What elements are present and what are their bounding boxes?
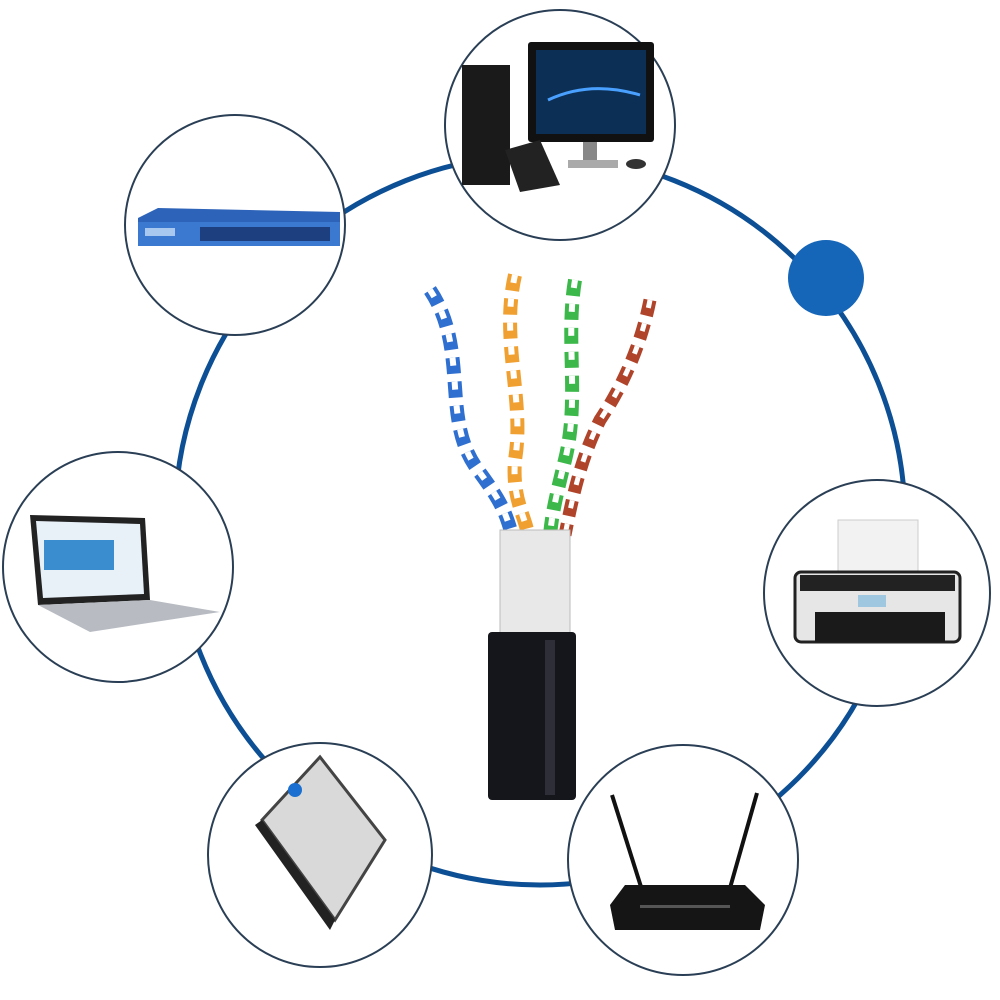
external-hard-drive-node: [207, 742, 433, 968]
node-dot: [788, 240, 864, 316]
ethernet-cable-icon: [424, 273, 657, 800]
wifi-router-icon: [610, 792, 765, 930]
network-switch-icon: [138, 208, 340, 246]
printer-icon: [793, 519, 962, 644]
wifi-router-node: [567, 744, 799, 976]
laptop-icon: [30, 515, 220, 632]
network-switch-node: [124, 114, 346, 336]
external-hard-drive-icon: [255, 754, 387, 930]
desktop-computer-icon: [462, 42, 654, 192]
printer-node: [763, 479, 991, 707]
desktop-computer-node: [444, 9, 676, 241]
laptop-node: [2, 451, 234, 683]
